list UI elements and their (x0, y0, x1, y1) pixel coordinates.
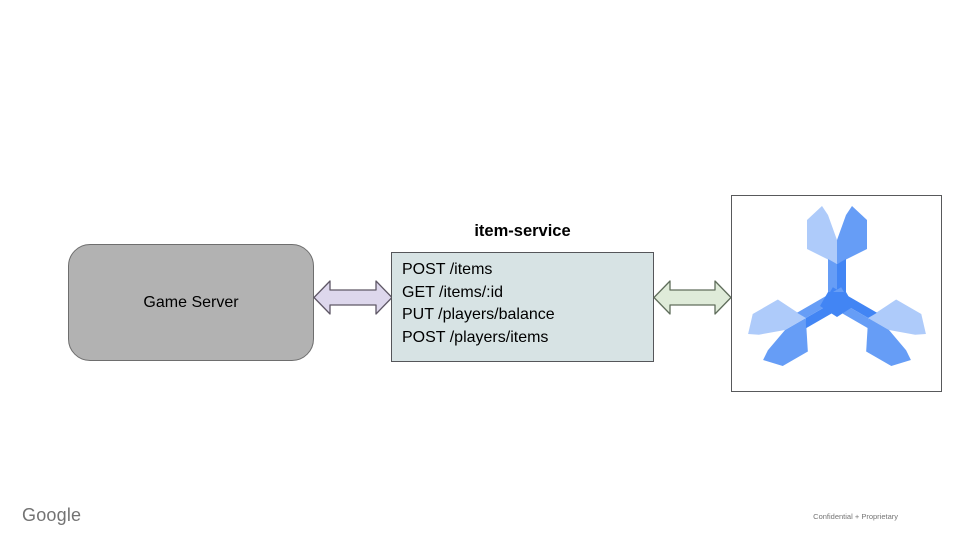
game-server-label: Game Server (143, 293, 239, 311)
database-node (731, 195, 942, 392)
endpoint-line: POST /items (402, 261, 493, 278)
bidirectional-arrow-right-icon (653, 280, 732, 315)
google-wordmark: Google (22, 505, 82, 525)
item-service-title: item-service (474, 222, 571, 240)
game-server-node: Game Server (68, 244, 314, 361)
item-service-node: POST /items GET /items/:id PUT /players/… (391, 252, 654, 362)
cloud-spanner-icon (748, 206, 926, 366)
bidirectional-arrow-left-icon (313, 280, 393, 315)
endpoint-line: GET /items/:id (402, 283, 504, 301)
endpoint-line: POST /players/items (402, 328, 549, 346)
endpoint-line: PUT /players/balance (402, 306, 555, 323)
confidential-label: Confidential + Proprietary (813, 512, 898, 521)
